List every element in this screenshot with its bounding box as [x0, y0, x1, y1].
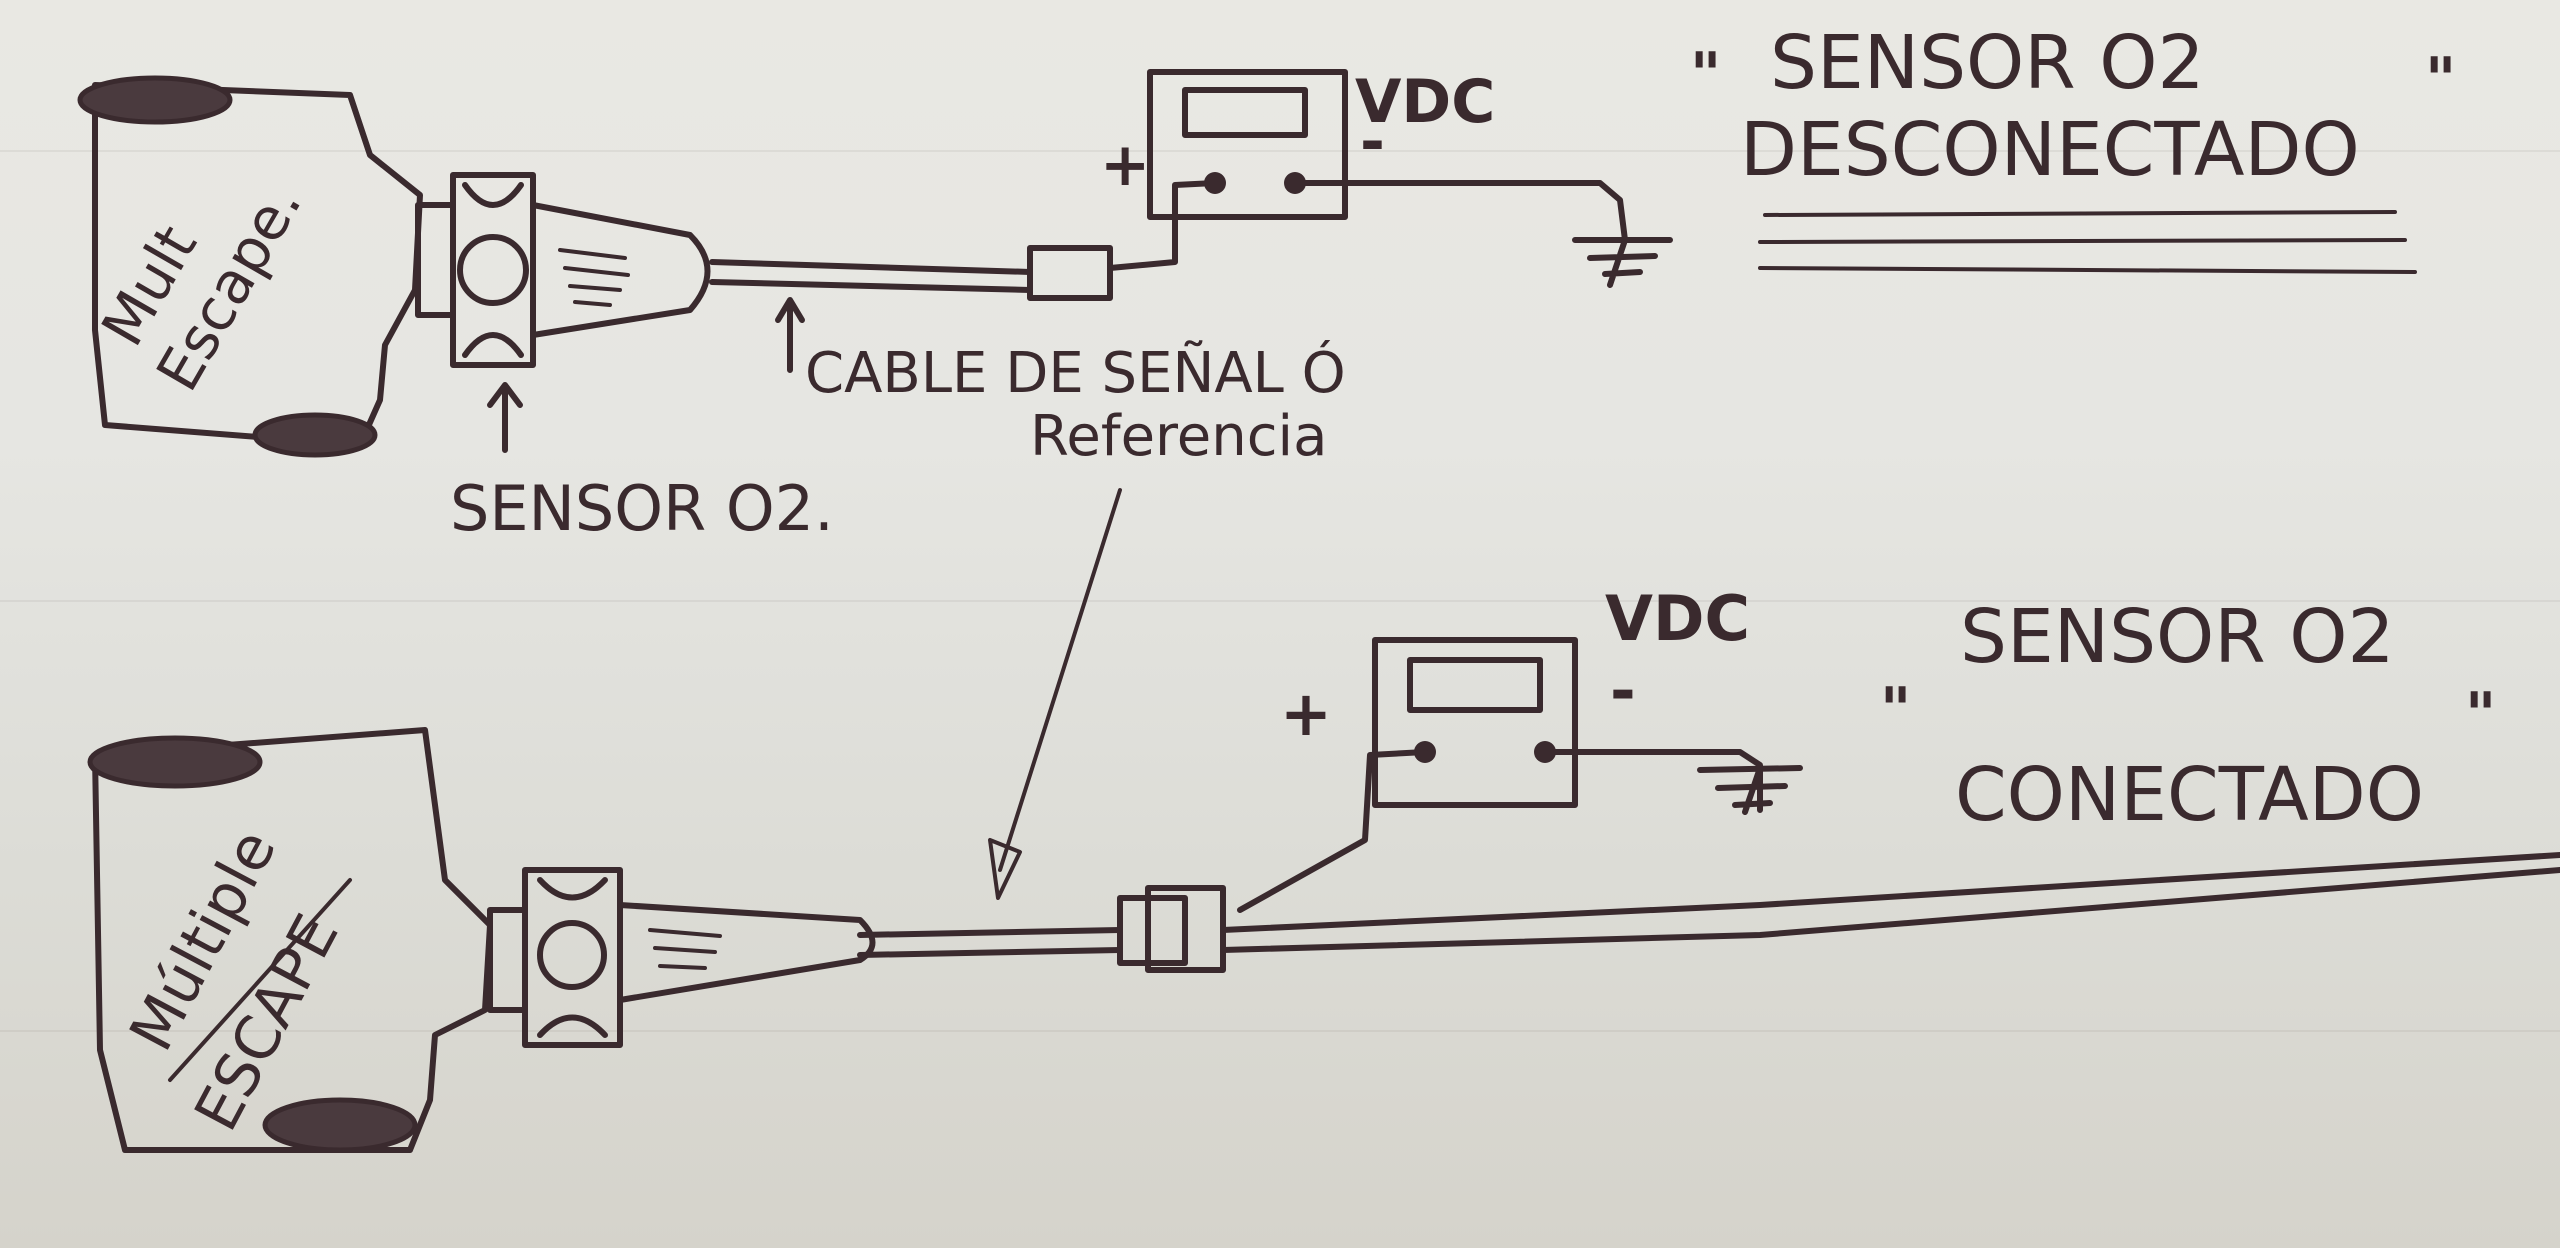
top-plus-sign: + — [1100, 130, 1150, 200]
bottom-exhaust-manifold — [87, 727, 493, 1153]
top-o2-sensor — [415, 172, 711, 368]
top-minus-sign: - — [1360, 107, 1385, 177]
bottom-gasket-bottom — [262, 1097, 418, 1153]
bottom-title-open-quote: " — [1880, 675, 1911, 745]
bottom-meter-label: VDC — [1605, 582, 1750, 655]
manifold-gasket-top — [77, 75, 233, 125]
title-underline — [1758, 210, 2417, 274]
cable-label-line1: CABLE DE SEÑAL Ó — [805, 341, 1346, 406]
bottom-ground-symbol-icon — [1697, 765, 1803, 815]
reference-arrow-icon — [988, 488, 1122, 900]
sensor-arrow-icon — [487, 382, 523, 453]
bottom-title-close-quote: " — [2465, 680, 2496, 750]
cable-arrow-icon — [775, 297, 805, 373]
cable-label-line2: Referencia — [1030, 404, 1327, 469]
bottom-gasket-top — [87, 735, 263, 789]
bottom-minus-sign: - — [1610, 654, 1636, 727]
page-rule — [0, 1030, 2560, 1032]
top-ground-symbol-icon — [1572, 237, 1673, 288]
bottom-plus-sign: + — [1280, 677, 1332, 750]
page-rule — [0, 600, 2560, 602]
top-sensor-label: SENSOR O2. — [450, 472, 834, 545]
top-title-line1: SENSOR O2 — [1770, 20, 2205, 106]
bottom-signal-cable — [857, 852, 2560, 973]
top-meter-label: VDC — [1355, 67, 1495, 137]
top-title-line2: DESCONECTADO — [1740, 107, 2360, 193]
top-signal-cable — [709, 245, 1113, 301]
top-voltmeter-icon — [1107, 69, 1628, 271]
bottom-o2-sensor — [487, 867, 876, 1048]
manifold-label-divider — [168, 878, 352, 1082]
top-title-open-quote: " — [1690, 40, 1721, 110]
manifold-gasket-bottom — [252, 412, 378, 458]
bottom-title-line1: SENSOR O2 — [1960, 594, 2395, 680]
bottom-title-line2: CONECTADO — [1955, 752, 2424, 838]
bottom-voltmeter-icon — [1237, 637, 1763, 913]
top-exhaust-manifold — [77, 75, 423, 458]
page-rule — [0, 150, 2560, 152]
top-title-close-quote: " — [2425, 45, 2456, 115]
